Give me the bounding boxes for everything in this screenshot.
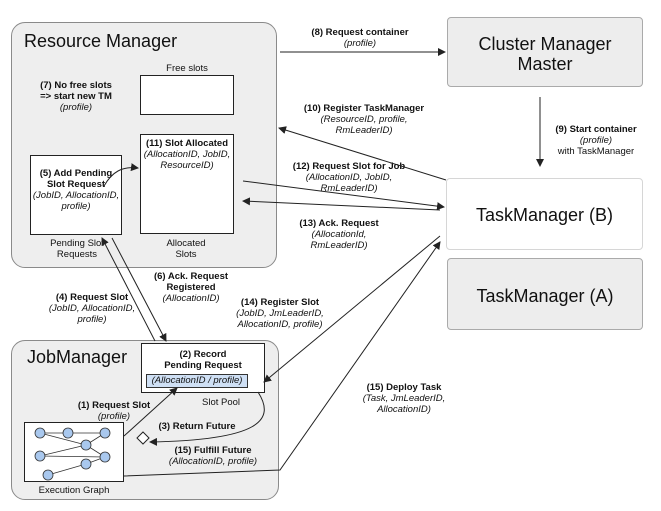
pending-slot-box	[30, 155, 122, 235]
arrow-add-pending-allocated	[103, 163, 139, 187]
msg-ack-request: (13) Ack. Request (AllocationId, RmLeade…	[294, 218, 384, 251]
slot-allocated-title: (11) Slot Allocated	[146, 138, 228, 149]
msg-request-slot-rm-params: (JobID, AllocationID, profile)	[48, 303, 136, 325]
msg-return-future: (3) Return Future	[152, 421, 242, 432]
msg-start-container: (9) Start container (profile) with TaskM…	[548, 124, 644, 157]
graph-node	[99, 427, 111, 439]
graph-node	[42, 469, 54, 481]
graph-node	[62, 427, 74, 439]
arrow-deploy-task	[123, 241, 441, 477]
execution-graph-edges	[39, 432, 106, 476]
add-pending-title2: Slot Request	[46, 179, 106, 190]
add-pending-title1: (5) Add Pending	[39, 168, 113, 179]
arrow-request-slot-jm	[123, 387, 178, 437]
job-manager-title: JobManager	[27, 347, 128, 367]
record-pending-title1: (2) Record	[179, 349, 227, 360]
graph-node	[34, 427, 46, 439]
no-free-slots-line1: (7) No free slots	[40, 80, 112, 91]
add-pending-label: (5) Add Pending Slot Request (JobID, All…	[30, 168, 122, 212]
msg-request-container-title: (8) Request container	[311, 27, 409, 38]
record-pending-label: (2) Record Pending Request	[141, 349, 265, 371]
msg-start-container-title: (9) Start container	[555, 124, 637, 135]
slot-allocated-params: (AllocationID, JobID, ResourceID)	[143, 149, 231, 171]
msg-fulfill-future-title: (15) Fulfill Future	[174, 445, 252, 456]
msg-ack-request-registered: (6) Ack. Request Registered (AllocationI…	[148, 271, 234, 304]
resource-manager-title: Resource Manager	[24, 31, 178, 51]
msg-deploy-task-title: (15) Deploy Task	[366, 382, 442, 393]
msg-ack-request-registered-title: (6) Ack. Request Registered	[153, 271, 229, 293]
msg-register-taskmanager: (10) Register TaskManager (ResourceID, p…	[294, 103, 434, 136]
msg-start-container-params: (profile)	[579, 135, 613, 146]
task-manager-a	[447, 258, 643, 330]
cluster-manager-title: Cluster Manager Master	[478, 34, 612, 74]
msg-request-slot-for-job-title: (12) Request Slot for Job	[292, 161, 406, 172]
graph-node	[80, 458, 92, 470]
arrow-request-slot-for-job	[242, 180, 445, 211]
slot-pool-label: Slot Pool	[202, 397, 241, 408]
msg-register-slot: (14) Register Slot (JobID, JmLeaderID, A…	[232, 297, 328, 330]
msg-request-container: (8) Request container (profile)	[300, 27, 420, 49]
arrow-register-slot	[263, 235, 441, 383]
pending-slot-requests-label: Pending Slot Requests	[50, 238, 104, 260]
execution-graph-label: Execution Graph	[38, 485, 110, 496]
msg-ack-request-registered-params: (AllocationID)	[162, 293, 220, 304]
allocated-slots-label: Allocated Slots	[166, 238, 206, 260]
task-manager-b-title: TaskManager (B)	[475, 205, 614, 225]
graph-node	[34, 450, 46, 462]
msg-request-slot-jm-params: (profile)	[97, 411, 131, 422]
msg-request-slot-rm: (4) Request Slot (JobID, AllocationID, p…	[47, 292, 137, 325]
msg-fulfill-future: (15) Fulfill Future (AllocationID, profi…	[166, 445, 260, 467]
msg-register-slot-params: (JobID, JmLeaderID, AllocationID, profil…	[236, 308, 324, 330]
cluster-manager-master	[447, 17, 643, 87]
add-pending-params: (JobID, AllocationID, profile)	[32, 190, 120, 212]
graph-node	[80, 439, 92, 451]
arrow-fulfill-future	[149, 391, 265, 446]
execution-graph-nodes	[34, 427, 111, 481]
msg-request-slot-for-job: (12) Request Slot for Job (AllocationID,…	[284, 161, 414, 194]
msg-request-slot-rm-title: (4) Request Slot	[55, 292, 129, 303]
no-free-slots-note: (7) No free slots => start new TM (profi…	[27, 80, 125, 113]
graph-node	[99, 451, 111, 463]
msg-register-taskmanager-title: (10) Register TaskManager	[303, 103, 425, 114]
free-slots-box	[140, 75, 234, 115]
allocated-slots-box	[140, 134, 234, 234]
msg-fulfill-future-params: (AllocationID, profile)	[168, 456, 258, 467]
msg-ack-request-title: (13) Ack. Request	[299, 218, 379, 229]
task-manager-b	[446, 178, 643, 250]
arrow-ack-request	[242, 197, 441, 211]
msg-register-taskmanager-params: (ResourceID, profile, RmLeaderID)	[320, 114, 408, 136]
future-diamond	[136, 431, 150, 445]
arrow-register-taskmanager	[278, 126, 447, 181]
slot-allocated-label: (11) Slot Allocated (AllocationID, JobID…	[140, 138, 234, 171]
msg-start-container-extra: with TaskManager	[557, 146, 635, 157]
no-free-slots-param: (profile)	[59, 102, 93, 113]
no-free-slots-line2: => start new TM	[40, 91, 112, 102]
msg-return-future-title: (3) Return Future	[158, 421, 236, 432]
msg-request-slot-jm: (1) Request Slot (profile)	[72, 400, 156, 422]
msg-ack-request-params: (AllocationId, RmLeaderID)	[310, 229, 368, 251]
msg-request-slot-jm-title: (1) Request Slot	[77, 400, 151, 411]
pending-request-chip: (AllocationID / profile)	[146, 374, 248, 388]
msg-register-slot-title: (14) Register Slot	[240, 297, 320, 308]
record-pending-title2: Pending Request	[164, 360, 242, 371]
arrow-ack-registered	[111, 237, 167, 342]
msg-deploy-task-params: (Task, JmLeaderID, AllocationID)	[362, 393, 446, 415]
msg-deploy-task: (15) Deploy Task (Task, JmLeaderID, Allo…	[356, 382, 452, 415]
msg-request-container-params: (profile)	[343, 38, 377, 49]
msg-request-slot-for-job-params: (AllocationID, JobID, RmLeaderID)	[305, 172, 393, 194]
arrow-request-slot-rm	[101, 237, 156, 342]
free-slots-label: Free slots	[166, 63, 208, 74]
task-manager-a-title: TaskManager (A)	[476, 286, 614, 306]
